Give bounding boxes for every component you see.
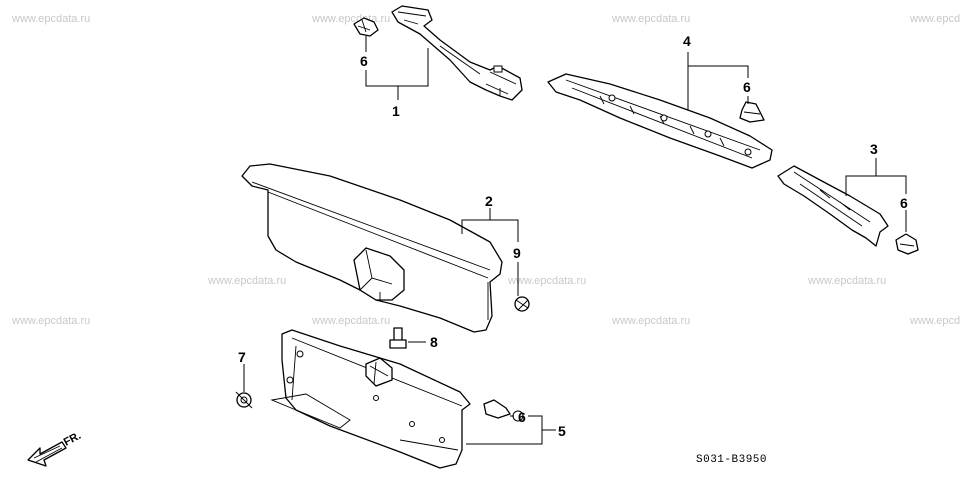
- nut-icon: [235, 391, 253, 409]
- callout-6: 6: [360, 53, 368, 69]
- callout-6: 6: [518, 409, 526, 425]
- callout-1: 1: [392, 103, 400, 119]
- callout-3: 3: [870, 141, 878, 157]
- watermark: www.epcdata.ru: [611, 13, 690, 25]
- callout-8: 8: [430, 334, 438, 350]
- watermark: www.epcdata.ru: [311, 315, 390, 327]
- direction-label: FR.: [62, 430, 83, 449]
- callout-7: 7: [238, 349, 246, 365]
- part-3-side-trim[interactable]: [777, 165, 889, 247]
- watermarks: www.epcdata.ru www.epcdata.ru www.epcdat…: [11, 13, 960, 327]
- callout-5: 5: [558, 423, 566, 439]
- front-direction-arrow: FR.: [27, 430, 83, 467]
- watermark: www.epcdata.ru: [11, 315, 90, 327]
- callout-9: 9: [513, 245, 521, 261]
- watermark: www.epcdata.ru: [909, 315, 960, 327]
- watermark: www.epcdata.ru: [507, 275, 586, 287]
- watermark: www.epcdata.ru: [207, 275, 286, 287]
- fastener-icon: [514, 296, 530, 312]
- callouts: 6 1 4 6 3 6 2 9 8 7 6 5: [238, 33, 908, 439]
- diagram-code: S031-B3950: [696, 454, 767, 466]
- part-1-bracket[interactable]: [391, 5, 523, 101]
- callout-2: 2: [485, 193, 493, 209]
- bolt-icon: [389, 327, 407, 349]
- watermark: www.epcdata.ru: [909, 13, 960, 25]
- part-2-upper-panel[interactable]: [241, 163, 503, 333]
- watermark: www.epcdata.ru: [611, 315, 690, 327]
- clip-icon: [739, 101, 765, 123]
- part-4-upper-rail[interactable]: [547, 73, 773, 169]
- part-5-lower-panel[interactable]: [270, 329, 471, 469]
- clip-icon: [483, 399, 524, 422]
- leader-lines: [243, 36, 907, 445]
- watermark: www.epcdata.ru: [11, 13, 90, 25]
- callout-4: 4: [683, 33, 691, 49]
- clip-icon: [353, 17, 379, 37]
- callout-6: 6: [743, 79, 751, 95]
- watermark: www.epcdata.ru: [807, 275, 886, 287]
- watermark: www.epcdata.ru: [311, 13, 390, 25]
- clip-icon: [895, 233, 919, 255]
- callout-6: 6: [900, 195, 908, 211]
